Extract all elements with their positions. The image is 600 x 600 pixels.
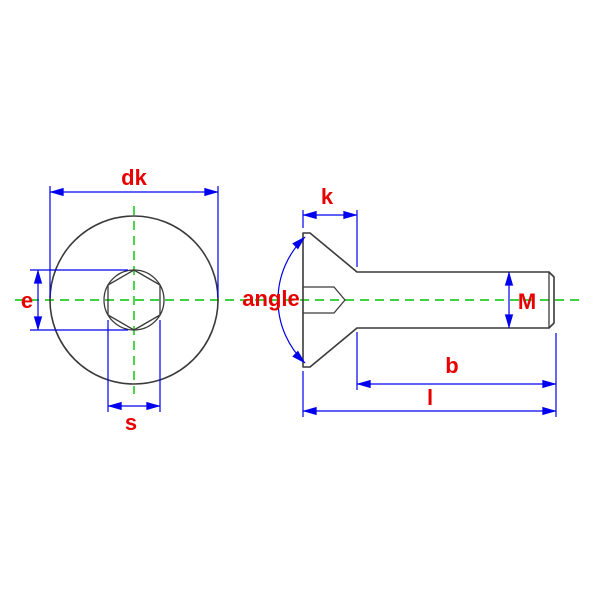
front-view (49, 215, 219, 385)
k-extension-lines (302, 210, 358, 267)
k-dimension: k (302, 184, 358, 267)
dk-label: dk (121, 165, 147, 190)
dk-extension-lines (49, 186, 219, 298)
l-dimension: l (302, 333, 557, 417)
centerlines (15, 206, 585, 394)
angle-label: angle (242, 286, 299, 311)
e-label: e (21, 288, 33, 313)
side-view (302, 232, 555, 368)
e-extension-lines (30, 269, 128, 331)
angle-dimension: angle (242, 236, 306, 364)
s-extension-lines (107, 320, 161, 412)
l-label: l (427, 385, 433, 410)
s-label: s (125, 410, 137, 435)
m-label: M (518, 289, 536, 314)
b-label: b (445, 353, 458, 378)
head-outline-circle (49, 215, 219, 385)
hex-socket-outline (107, 269, 161, 331)
e-dimension: e (21, 269, 128, 331)
angle-arc (277, 236, 306, 364)
screw-profile (302, 232, 555, 368)
dk-dimension: dk (49, 165, 219, 298)
socket-depth-lines (302, 286, 346, 314)
m-dimension: M (504, 271, 536, 329)
s-dimension: s (107, 320, 161, 435)
k-label: k (321, 184, 334, 209)
b-dimension: b (356, 332, 557, 390)
